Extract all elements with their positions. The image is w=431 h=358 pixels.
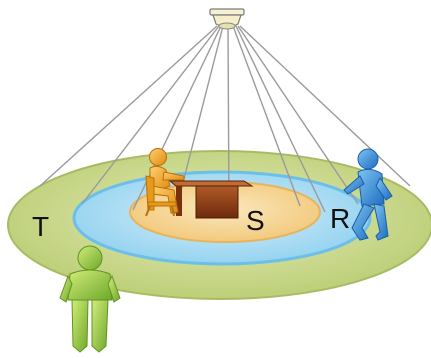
outer-zone-label: T: [32, 211, 49, 242]
middle-zone-label: R: [330, 203, 350, 234]
table-icon: [168, 180, 254, 219]
inner-zone-label: S: [246, 205, 265, 236]
standing-person-icon: [59, 245, 121, 353]
ceiling-sensor-icon: [209, 8, 245, 30]
seated-person-icon: [145, 148, 185, 217]
walking-person-icon: [343, 148, 393, 241]
